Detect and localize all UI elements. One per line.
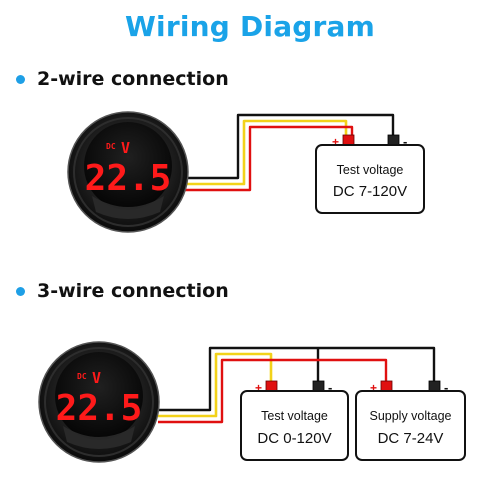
voltage-reading: 22.5: [56, 388, 143, 429]
box-line2: DC 0-120V: [257, 430, 331, 447]
two-wire-section: + - Test voltage DC 7-120V DC V 22.5: [67, 111, 425, 233]
voltmeter: DC V 22.5: [38, 341, 160, 463]
voltmeter: DC V 22.5: [67, 111, 189, 233]
unit-prefix: DC: [77, 372, 87, 381]
supply-voltage-box: [355, 390, 466, 461]
minus-sign: -: [328, 380, 332, 395]
three-wire-section: + - + - Test voltage DC 0-120V Supply vo…: [38, 341, 466, 463]
wires-2: [182, 113, 395, 192]
section-label: 3-wire connection: [37, 280, 229, 302]
negative-terminal: [312, 380, 325, 392]
page-title: Wiring Diagram: [124, 10, 376, 43]
box-line2: DC 7-24V: [378, 430, 444, 447]
positive-terminal: [265, 380, 278, 392]
bullet-icon: [16, 286, 25, 296]
box-line1: Supply voltage: [369, 409, 451, 423]
minus-sign: -: [444, 380, 448, 395]
black-wire: [182, 113, 395, 180]
negative-terminal: [387, 134, 400, 146]
section-heading-2-wire: 2-wire connection: [16, 68, 229, 90]
voltage-reading: 22.5: [85, 158, 172, 199]
box-line1: Test voltage: [261, 409, 328, 423]
plus-sign: +: [255, 381, 262, 395]
box-line1: Test voltage: [337, 163, 404, 177]
unit-label: V: [121, 139, 130, 157]
negative-terminal: [428, 380, 441, 392]
yellow-wire: [158, 352, 273, 418]
section-heading-3-wire: 3-wire connection: [16, 280, 229, 302]
test-voltage-box: [315, 144, 425, 214]
plus-sign: +: [332, 135, 339, 149]
positive-terminal: [342, 134, 355, 146]
red-wire: [182, 125, 354, 192]
wires-3: [158, 346, 436, 424]
positive-terminal: [380, 380, 393, 392]
plus-sign: +: [370, 381, 377, 395]
bullet-icon: [16, 74, 25, 84]
black-wire: [158, 346, 436, 412]
minus-sign: -: [403, 134, 407, 149]
box-line2: DC 7-120V: [333, 183, 407, 200]
red-wire: [158, 358, 388, 424]
unit-prefix: DC: [106, 142, 116, 151]
unit-label: V: [92, 369, 101, 387]
section-label: 2-wire connection: [37, 68, 229, 90]
test-voltage-box: [240, 390, 349, 461]
